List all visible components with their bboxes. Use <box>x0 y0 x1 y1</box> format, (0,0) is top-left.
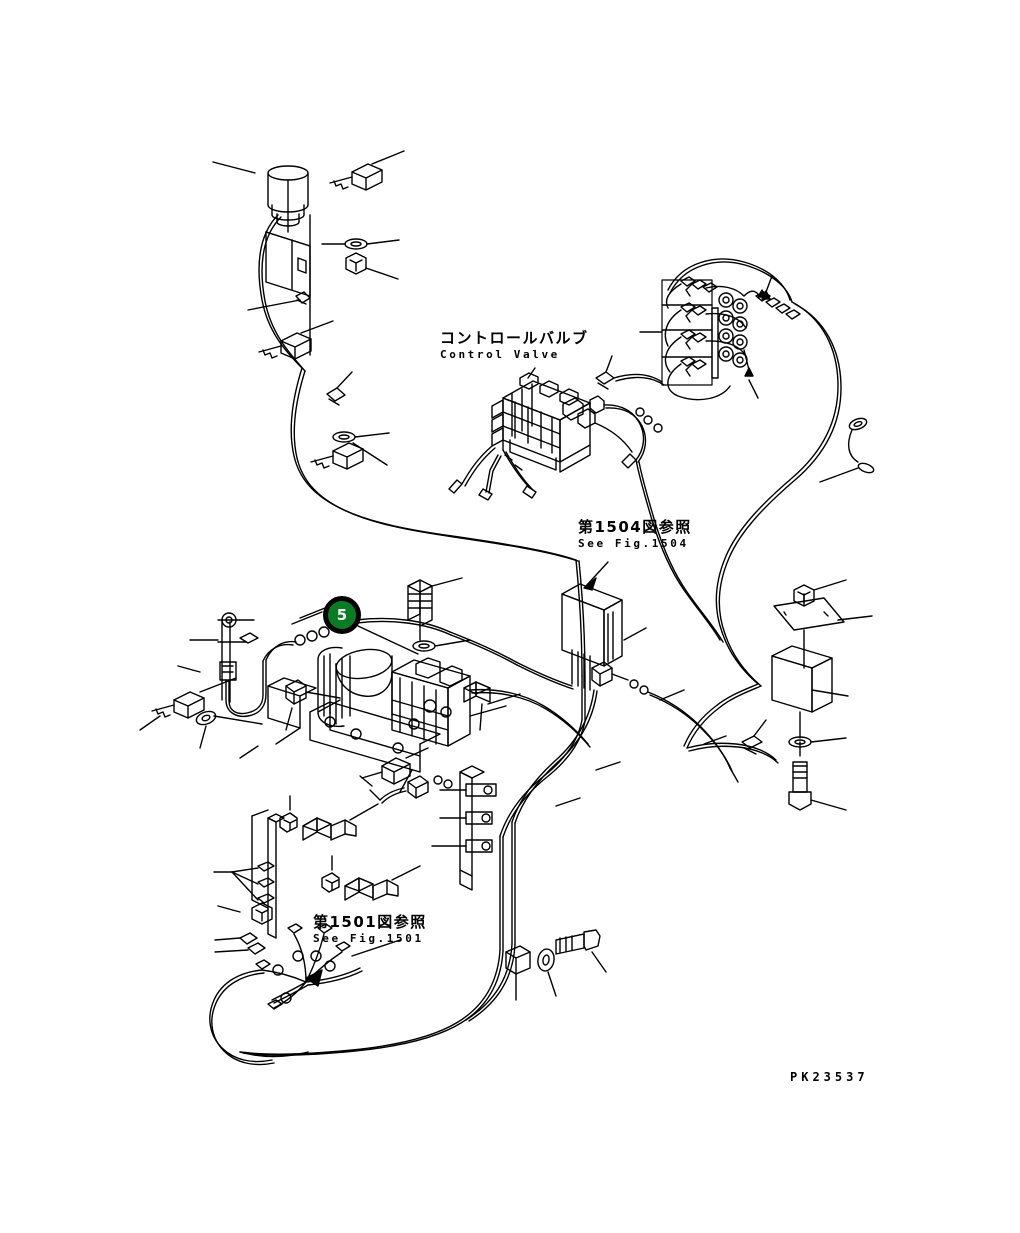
lower-left-plate-and-clamps <box>213 795 421 939</box>
bolt-winch-base <box>361 747 429 785</box>
valve-to-solenoid-hoses <box>594 373 665 469</box>
washer-bottom <box>537 948 557 997</box>
callout-5-leader <box>357 625 419 655</box>
valve-pilot-hoses <box>448 445 537 501</box>
washer-lower-left <box>195 710 263 749</box>
control-valve-block <box>491 355 615 473</box>
nut-top <box>345 252 399 280</box>
wiring-harness <box>209 923 401 1066</box>
washer-left <box>332 431 390 443</box>
bolt-left-upper <box>258 320 334 360</box>
drawing-number: PK23537 <box>790 1070 869 1084</box>
see-fig-1504-label-en: See Fig.1504 <box>578 536 689 550</box>
see-fig-1501-label: 第1501図参照 See Fig.1501 <box>313 913 427 946</box>
controller-box <box>561 561 623 691</box>
winch-drum-assembly <box>267 646 471 773</box>
control-valve-label-jp: コントロールバルブ <box>440 329 589 347</box>
main-hose-left <box>290 367 579 562</box>
washer-above-winch <box>412 639 471 652</box>
see-fig-1501-label-jp: 第1501図参照 <box>313 913 427 931</box>
see-fig-1504-label: 第1504図参照 See Fig.1504 <box>578 518 692 551</box>
solenoid-manifold <box>639 258 801 401</box>
left-sensor-assembly <box>139 612 341 749</box>
bottom-connector-hardware <box>505 929 607 1001</box>
bolt-top <box>329 150 405 191</box>
control-valve-label-en: Control Valve <box>440 347 560 361</box>
control-valve-label: コントロールバルブ Control Valve <box>440 329 589 362</box>
bolt-above-winch <box>407 577 463 641</box>
see-fig-1504-label-jp: 第1504図参照 <box>578 518 692 536</box>
bolt-lower-left <box>139 677 237 731</box>
hose-clamp-right <box>285 679 341 731</box>
hex-fitting-right-of-winch <box>463 681 491 731</box>
right-exploded-stack <box>686 579 873 811</box>
bolt-left-lower <box>310 442 388 470</box>
connector-block-mid <box>591 661 703 730</box>
washer-top <box>321 238 400 250</box>
eyelet-right <box>819 417 875 483</box>
center-hose-bundle <box>239 459 724 1056</box>
winch-to-right-hose <box>355 617 591 748</box>
see-fig-1501-label-en: See Fig.1501 <box>313 931 424 945</box>
callout-badge-5[interactable]: 5 <box>323 596 361 634</box>
bolt-bottom <box>555 929 607 973</box>
hose-bracket-clamps <box>359 765 497 891</box>
reservoir-cylinder-assembly <box>212 150 405 470</box>
right-hose-loop <box>683 301 842 749</box>
